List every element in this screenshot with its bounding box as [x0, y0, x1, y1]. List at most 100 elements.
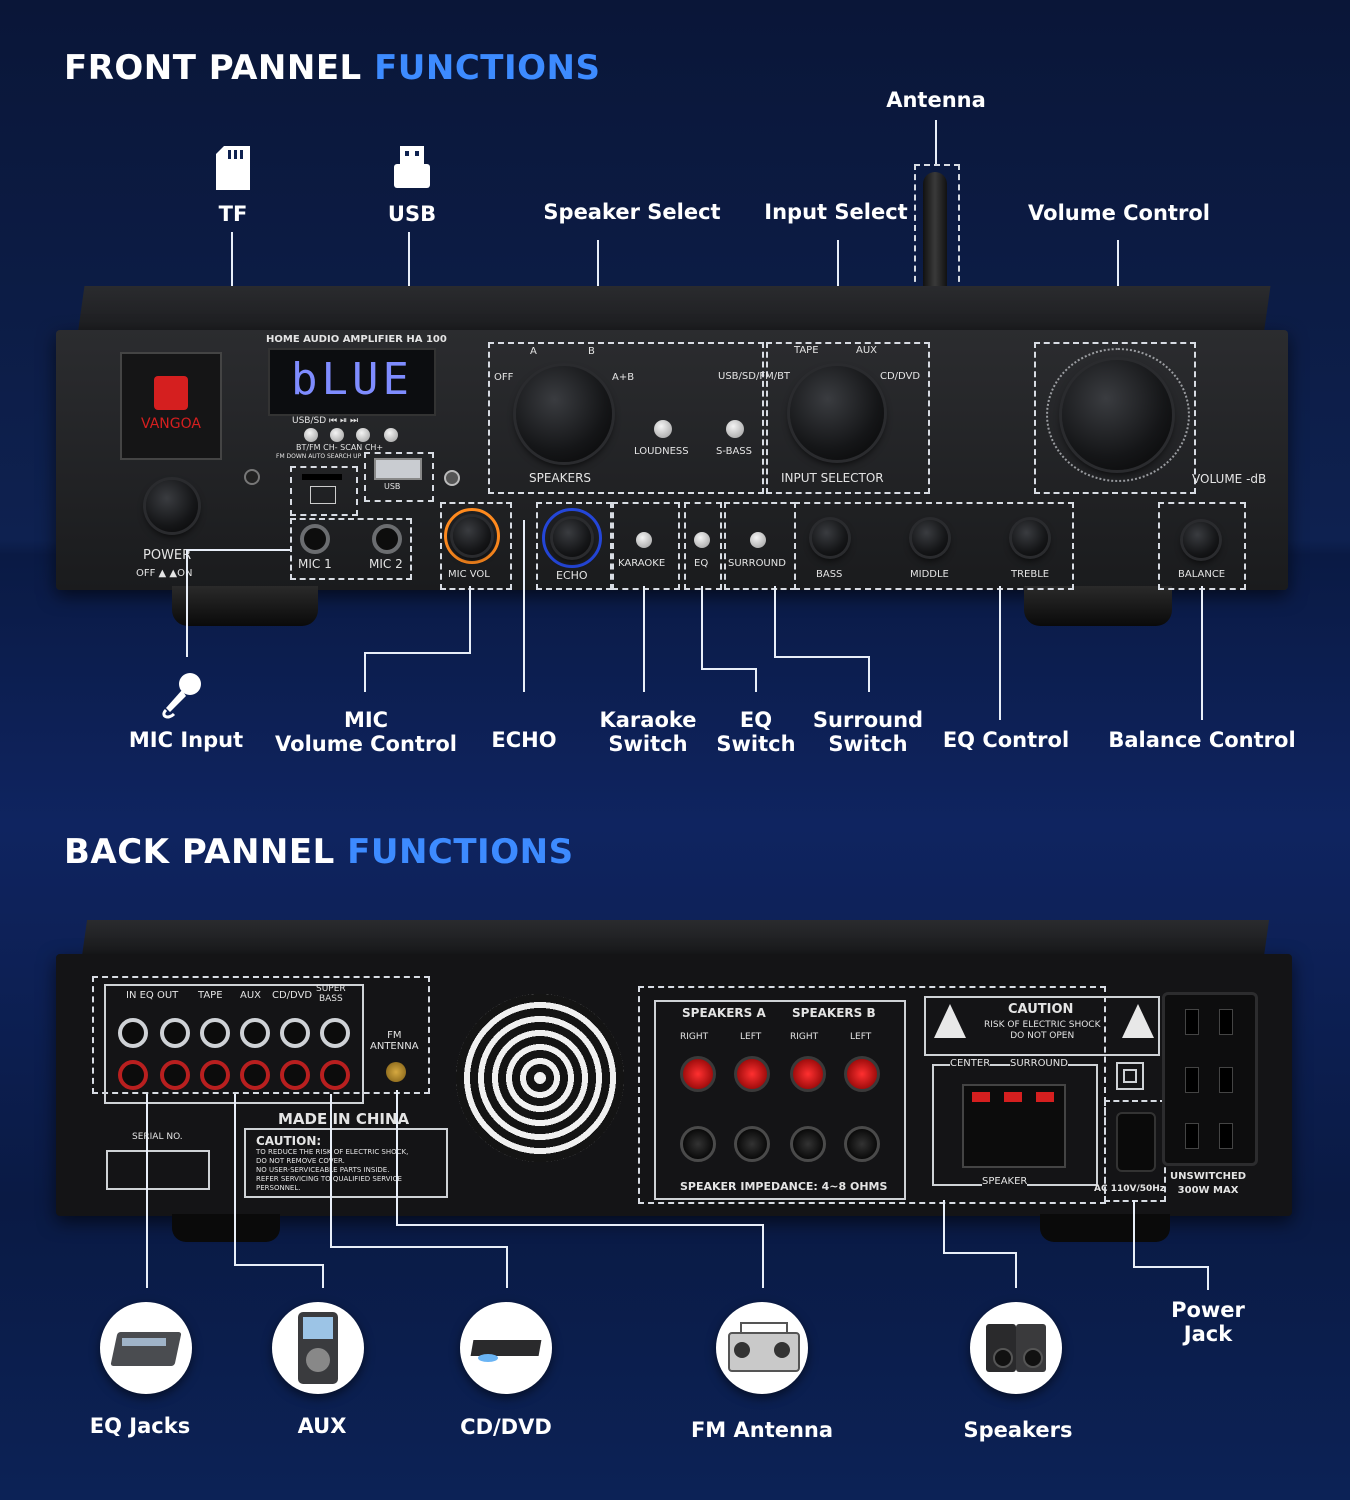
spk-a-right-neg[interactable]: [680, 1126, 716, 1162]
leader-fm-c: [762, 1224, 764, 1288]
mic1-label: MIC 1: [298, 557, 332, 571]
label-balance: Balance Control: [1108, 728, 1296, 752]
in-aux: AUX: [856, 345, 878, 356]
spk-a-right-pos[interactable]: [680, 1056, 716, 1092]
rca-tape-r[interactable]: [200, 1060, 230, 1090]
rca-cd-r[interactable]: [280, 1060, 310, 1090]
speaker-select-knob[interactable]: [516, 366, 612, 462]
leader-mic-input-h: [186, 549, 290, 551]
label-cd-dvd: CD/DVD: [460, 1415, 552, 1439]
leader-karaoke: [643, 586, 645, 692]
usb-port[interactable]: [374, 458, 422, 480]
spk-b-left-neg[interactable]: [844, 1126, 880, 1162]
rca-aux-r[interactable]: [240, 1060, 270, 1090]
unswitched-label: UNSWITCHED 300W MAX: [1170, 1171, 1247, 1196]
eq-mixer-icon: [100, 1302, 192, 1394]
bass-label: BASS: [816, 569, 843, 580]
rca-in-r[interactable]: [118, 1060, 148, 1090]
usb-sd-button[interactable]: [304, 428, 318, 442]
leader-cd-b: [330, 1246, 508, 1248]
leader-micvol-c: [364, 652, 366, 692]
mic1-jack[interactable]: [300, 524, 330, 554]
rca-super-bass: SUPER BASS: [316, 984, 346, 1004]
rca-sub-r[interactable]: [320, 1060, 350, 1090]
label-volume-control: Volume Control: [1028, 201, 1210, 225]
label-mic-input: MIC Input: [128, 728, 244, 752]
sd-card-icon: [216, 146, 250, 190]
power-knob[interactable]: [146, 480, 198, 532]
echo-panel-label: ECHO: [556, 569, 588, 582]
loudness-button[interactable]: [654, 420, 672, 438]
middle-knob[interactable]: [912, 520, 948, 556]
rca-in-l[interactable]: [118, 1018, 148, 1048]
surround-button[interactable]: [750, 532, 766, 548]
karaoke-button[interactable]: [636, 532, 652, 548]
spk-b-right: RIGHT: [790, 1032, 819, 1042]
usb-row2: BT/FM CH- SCAN CH+: [296, 443, 384, 452]
rca-sub-l[interactable]: [320, 1018, 350, 1048]
tf-slot[interactable]: [302, 474, 342, 480]
karaoke-panel-label: KARAOKE: [618, 558, 666, 569]
mic-vol-knob[interactable]: [453, 517, 491, 555]
power-cord[interactable]: [1116, 1112, 1156, 1172]
caution2-title: CAUTION: [1008, 1002, 1074, 1017]
microphone-icon: [158, 672, 204, 720]
speaker-terminals: [654, 1000, 906, 1200]
brand-name: VANGOA: [141, 416, 201, 432]
leader-surround-c: [868, 656, 870, 692]
eq-button[interactable]: [694, 532, 710, 548]
treble-knob[interactable]: [1012, 520, 1048, 556]
scan-button[interactable]: [356, 428, 370, 442]
spk-b-right-neg[interactable]: [790, 1126, 826, 1162]
in-cd: CD/DVD: [880, 371, 921, 382]
leader-micvol-b: [364, 652, 471, 654]
leader-cd-a: [330, 1094, 332, 1248]
leader-eq-a: [701, 586, 703, 670]
leader-eqcontrol: [999, 586, 1001, 720]
sbass-button[interactable]: [726, 420, 744, 438]
mic2-jack[interactable]: [372, 524, 402, 554]
center-label: CENTER: [950, 1058, 991, 1069]
fan-grille: [456, 994, 624, 1162]
usb-icon: [392, 146, 432, 188]
leader-aux-b: [234, 1264, 324, 1266]
spk-b-left-pos[interactable]: [844, 1056, 880, 1092]
spk-a-left: LEFT: [740, 1032, 762, 1042]
rca-eqout-l[interactable]: [160, 1018, 190, 1048]
volume-scale: [1046, 348, 1190, 482]
spk-b-right-pos[interactable]: [790, 1056, 826, 1092]
leader-power-a: [1133, 1200, 1135, 1268]
volume-knob[interactable]: [1062, 360, 1172, 470]
spk-a-left-pos[interactable]: [734, 1056, 770, 1092]
in-usb: USB/SD/FM/BT: [718, 371, 791, 382]
power-outlet[interactable]: [1162, 992, 1258, 1166]
input-selector-knob[interactable]: [790, 366, 884, 460]
ch-plus-button[interactable]: [384, 428, 398, 442]
lcd-display: bLUE: [268, 348, 436, 416]
rca-aux-l[interactable]: [240, 1018, 270, 1048]
rca-cd-l[interactable]: [280, 1018, 310, 1048]
surround-back-label: SURROUND: [1010, 1058, 1068, 1069]
spk-b-left: LEFT: [850, 1032, 872, 1042]
rca-eqout-r[interactable]: [160, 1060, 190, 1090]
fm-antenna-panel-label: FM ANTENNA: [370, 1030, 419, 1052]
balance-knob[interactable]: [1183, 522, 1219, 558]
label-karaoke: Karaoke Switch: [599, 708, 697, 756]
echo-knob[interactable]: [553, 519, 591, 557]
back-foot-left: [172, 1214, 280, 1242]
fm-antenna-jack[interactable]: [386, 1062, 406, 1082]
leader-power-b: [1133, 1266, 1209, 1268]
rca-tape-l[interactable]: [200, 1018, 230, 1048]
spring-terminals[interactable]: [962, 1084, 1066, 1168]
bass-knob[interactable]: [812, 520, 848, 556]
ch-minus-button[interactable]: [330, 428, 344, 442]
label-echo: ECHO: [491, 728, 557, 752]
label-antenna: Antenna: [886, 88, 986, 112]
loudness-label: LOUDNESS: [634, 446, 689, 457]
leader-mic-input: [186, 549, 188, 657]
power-states: OFF ▲ ▲ON: [136, 568, 193, 579]
front-title: FRONT PANNEL FUNCTIONS: [64, 48, 601, 88]
spk-a-left-neg[interactable]: [734, 1126, 770, 1162]
leader-antenna: [935, 120, 937, 164]
ac-label: AC 110V/50Hz: [1094, 1184, 1166, 1194]
